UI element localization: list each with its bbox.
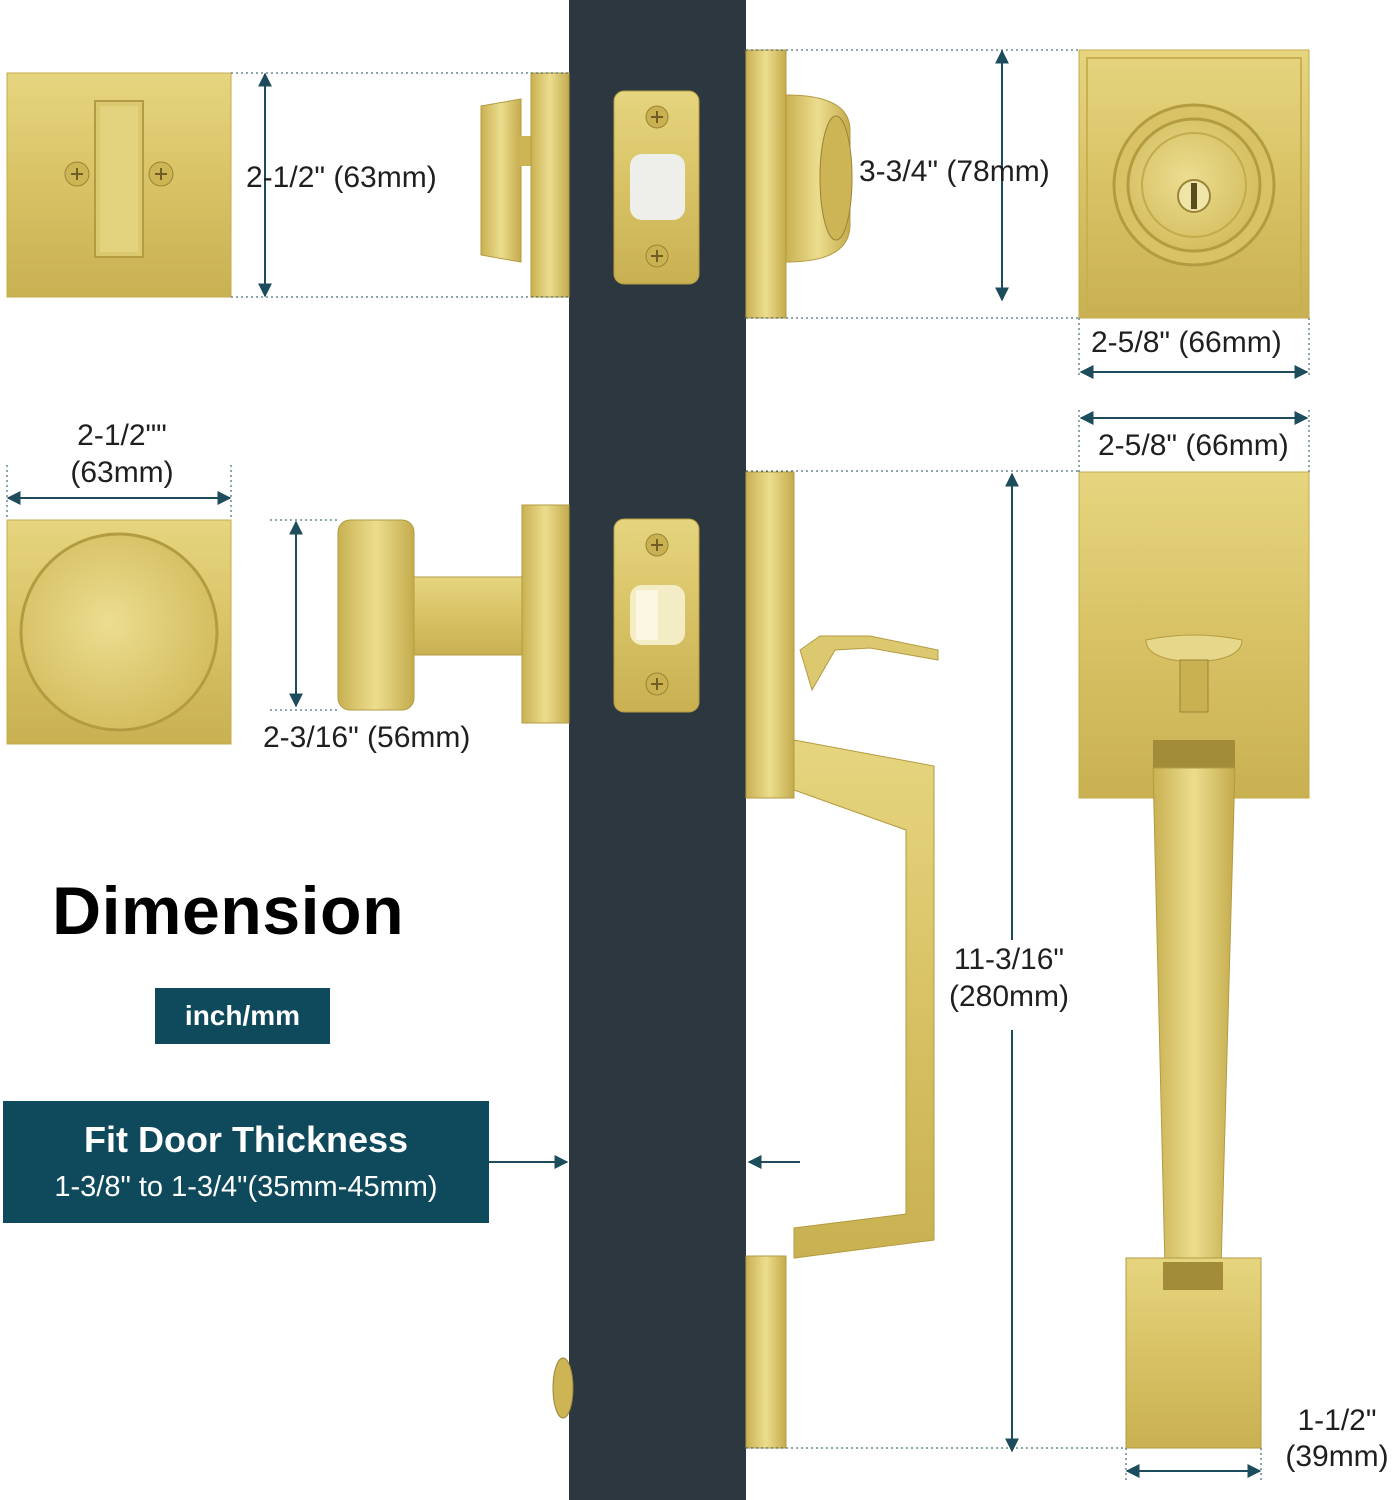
- latch-strike-plate: [613, 518, 700, 713]
- knob-side-view: [337, 504, 570, 724]
- deadbolt-inside-height-label: 2-1/2" (63mm): [246, 161, 437, 194]
- knob-front-view: [6, 519, 232, 745]
- door-thickness-heading: Fit Door Thickness: [83, 1119, 409, 1160]
- units-badge: inch/mm: [155, 988, 330, 1044]
- grip-base-width-inch-label: 1-1/2": [1297, 1404, 1377, 1437]
- handleset-height-inch-label: 11-3/16": [953, 943, 1065, 976]
- door-thickness-range: 1-3/8" to 1-3/4"(35mm-45mm): [54, 1171, 438, 1203]
- handleset-width-label: 2-5/8" (66mm): [1098, 429, 1289, 462]
- deadbolt-strike-plate: [613, 90, 700, 285]
- knob-rose-width-mm-label: (63mm): [70, 456, 174, 489]
- handleset-front-view: [1078, 471, 1310, 1449]
- thumb-turn-front-view: [6, 72, 232, 298]
- dimension-lines: [6, 49, 1309, 1478]
- extension-lines: [6, 49, 1310, 1480]
- grip-base-width-mm-label: (39mm): [1285, 1440, 1389, 1473]
- handleset-side-view: [552, 471, 939, 1449]
- deadbolt-exterior-width-label: 2-5/8" (66mm): [1091, 326, 1282, 359]
- knob-rose-width-inch-label: 2-1/2"": [77, 419, 167, 452]
- door-thickness-box: Fit Door Thickness 1-3/8" to 1-3/4"(35mm…: [3, 1101, 489, 1223]
- deadbolt-exterior-height-label: 3-3/4" (78mm): [859, 155, 1050, 188]
- deadbolt-cylinder-side-view: [745, 49, 853, 319]
- thumb-turn-side-view: [480, 72, 570, 298]
- page-title: Dimension: [52, 873, 405, 949]
- knob-diameter-label: 2-3/16" (56mm): [263, 721, 471, 754]
- deadbolt-cylinder-front-view: [1078, 49, 1310, 319]
- handleset-height-mm-label: (280mm): [948, 980, 1069, 1013]
